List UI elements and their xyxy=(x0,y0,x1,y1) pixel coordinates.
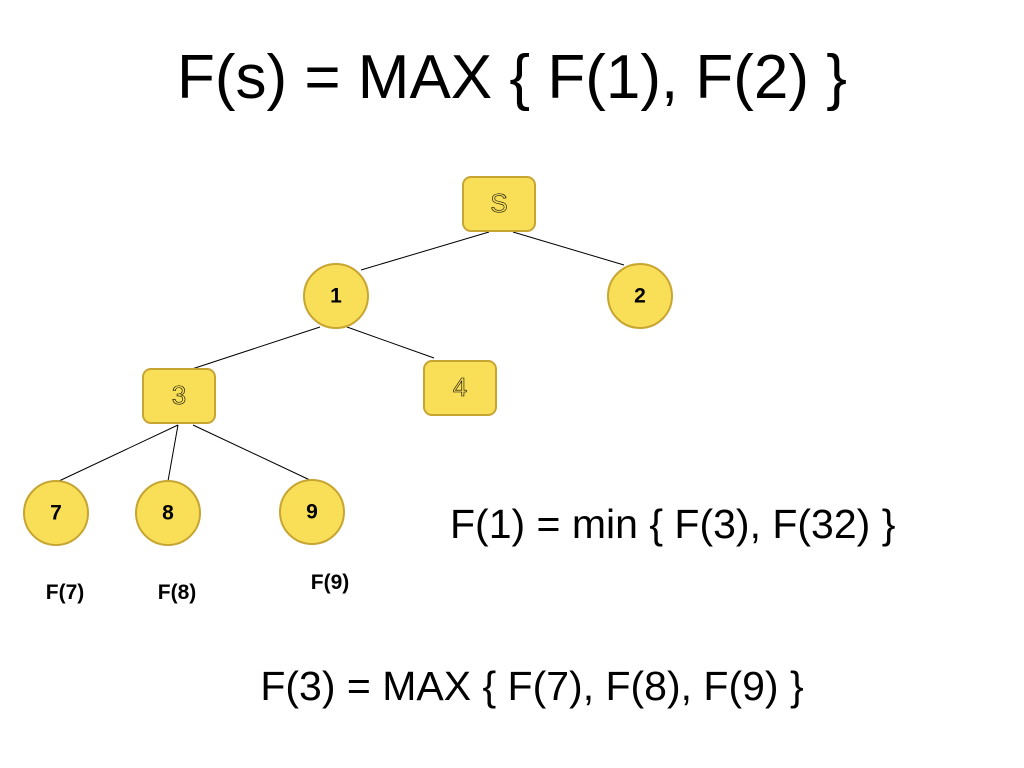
node-shape-s xyxy=(462,176,536,232)
edge-n3-n7 xyxy=(58,424,179,482)
node-n1: 1 xyxy=(303,263,369,329)
node-label-n1: 1 xyxy=(330,285,342,308)
node-n3: 3 xyxy=(142,368,216,424)
formula-f3: F(3) = MAX { F(7), F(8), F(9) } xyxy=(260,663,804,709)
edge-n1-n3 xyxy=(191,326,321,370)
node-label-s: S xyxy=(490,188,507,218)
node-shape-n4 xyxy=(423,360,497,416)
edge-n1-n4 xyxy=(346,326,435,359)
slide-title: F(s) = MAX { F(1), F(2) } xyxy=(176,43,847,112)
node-label-n9: 9 xyxy=(306,501,318,524)
node-shape-n8 xyxy=(135,480,201,546)
leaf-value-labels: F(7) F(8) F(9) xyxy=(46,571,350,604)
node-n2: 2 xyxy=(607,263,673,329)
edge-s-n2 xyxy=(512,231,625,266)
node-shape-n7 xyxy=(23,480,89,546)
node-label-n3: 3 xyxy=(172,380,186,410)
node-label-n7: 7 xyxy=(50,502,62,525)
node-s: S xyxy=(462,176,536,232)
node-label-n4: 4 xyxy=(453,372,467,402)
node-n7: 7 xyxy=(23,480,89,546)
node-label-n2: 2 xyxy=(634,285,646,308)
node-shape-n1 xyxy=(303,263,369,329)
node-n9: 9 xyxy=(279,479,345,545)
edge-s-n1 xyxy=(360,231,490,271)
leaf-label-n7: F(7) xyxy=(46,581,85,604)
edge-n3-n9 xyxy=(192,424,313,482)
node-shape-n2 xyxy=(607,263,673,329)
node-shape-n9 xyxy=(279,479,345,545)
node-label-n8: 8 xyxy=(162,502,174,525)
leaf-label-n8: F(8) xyxy=(158,581,197,604)
node-n4: 4 xyxy=(423,360,497,416)
leaf-label-n9: F(9) xyxy=(311,571,350,594)
edge-n3-n8 xyxy=(167,424,179,482)
node-shape-n3 xyxy=(142,368,216,424)
tree-nodes: S 1 2 3 4 7 8 9 xyxy=(23,176,673,546)
formula-f1: F(1) = min { F(3), F(32) } xyxy=(450,501,896,547)
tree-edges xyxy=(58,231,625,482)
node-n8: 8 xyxy=(135,480,201,546)
